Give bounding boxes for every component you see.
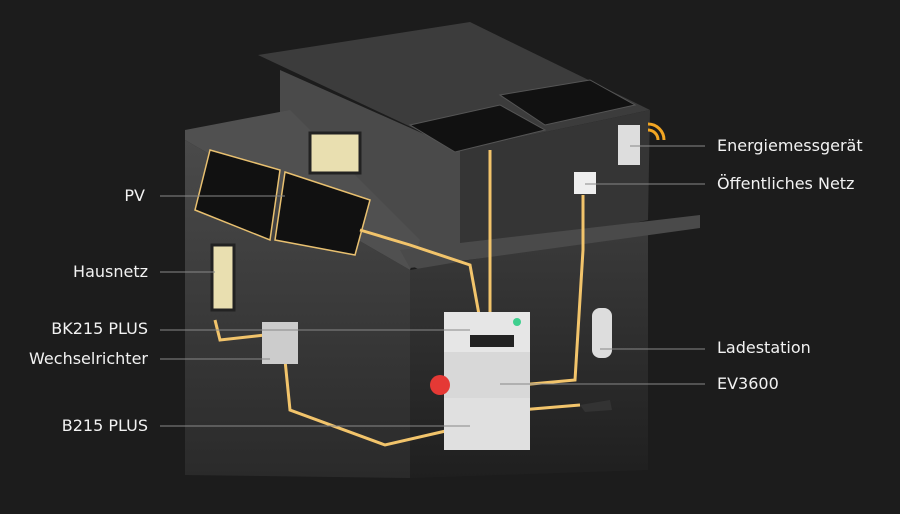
inverter	[262, 322, 298, 364]
roof-solar-panel	[498, 79, 637, 126]
label-pv: PV	[124, 186, 145, 205]
label-hausnetz: Hausnetz	[73, 262, 148, 281]
canopy	[400, 215, 700, 268]
grid-socket	[574, 172, 596, 194]
charging-station	[592, 308, 612, 358]
label-bk215-plus: BK215 PLUS	[51, 319, 148, 338]
ev-cable-pad	[580, 400, 612, 412]
window	[308, 131, 362, 175]
label-ladestation: Ladestation	[717, 338, 811, 357]
upper-wall-right	[460, 110, 650, 260]
label-energiemessgeraet: Energiemessgerät	[717, 136, 863, 155]
battery-b215	[444, 398, 530, 450]
wifi-icon	[647, 122, 666, 141]
ev3600-unit	[444, 352, 530, 398]
energy-flow-lines	[213, 150, 585, 447]
leader-lines	[160, 145, 705, 427]
label-ev3600: EV3600	[717, 374, 779, 393]
pv-panel	[274, 171, 371, 256]
status-led	[513, 318, 521, 326]
label-wechselrichter: Wechselrichter	[29, 349, 148, 368]
label-oeffentliches-netz: Öffentliches Netz	[717, 174, 855, 193]
pv-panel	[194, 149, 281, 242]
battery-accent	[430, 375, 450, 395]
window	[210, 243, 236, 312]
label-b215-plus: B215 PLUS	[61, 416, 148, 435]
roof-solar-panel	[408, 104, 547, 153]
energy-meter	[618, 125, 640, 165]
battery-display	[470, 335, 514, 347]
